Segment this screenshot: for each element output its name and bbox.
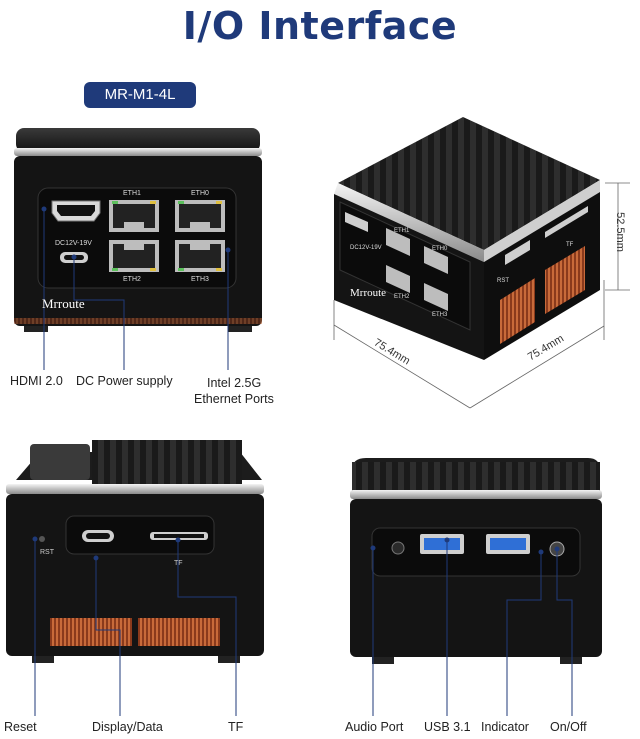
iso-rst-label: RST [497, 278, 509, 284]
dimension-height: 52.5mm [613, 212, 626, 252]
front-eth-ports [109, 200, 225, 272]
front-eth3-label: ETH3 [191, 276, 209, 283]
model-badge: MR-M1-4L [84, 82, 196, 108]
usb-label: USB 3.1 [424, 720, 471, 734]
front-callout-lines [41, 206, 231, 370]
side-tf-callout: TF [228, 720, 244, 734]
side-device [6, 440, 264, 716]
reset-label: Reset [4, 720, 37, 734]
front-brand-logo: Mrroute [42, 296, 85, 311]
front-eth1-label: ETH1 [123, 190, 141, 197]
front-device [14, 128, 262, 370]
iso-eth1-label: ETH1 [394, 228, 410, 234]
side-rst-label: RST [40, 549, 54, 556]
audio-port-label: Audio Port [345, 720, 404, 734]
iso-eth0-label: ETH0 [432, 246, 448, 252]
dc-power-label: DC Power supply [76, 374, 173, 388]
front-eth0-label: ETH0 [191, 190, 209, 197]
iso-tf-label: TF [566, 242, 574, 248]
display-data-label: Display/Data [92, 720, 163, 734]
iso-eth3-label: ETH3 [432, 312, 448, 318]
hdmi-label: HDMI 2.0 [10, 374, 63, 388]
indicator-label: Indicator [481, 720, 529, 734]
iso-eth2-label: ETH2 [394, 294, 410, 300]
page-title: I/O Interface [182, 4, 458, 48]
side-tf-label: TF [174, 560, 183, 567]
rear-device [350, 458, 602, 716]
iso-brand-logo: Mrroute [350, 287, 387, 299]
ethernet-label-line1: Intel 2.5G [207, 376, 262, 390]
front-eth2-label: ETH2 [123, 276, 141, 283]
power-label: On/Off [550, 720, 587, 734]
isometric-device [333, 117, 630, 409]
ethernet-label-line2: Ethernet Ports [194, 392, 274, 406]
iso-dc-label: DC12V-19V [350, 245, 382, 251]
front-dc-label: DC12V-19V [55, 240, 92, 247]
